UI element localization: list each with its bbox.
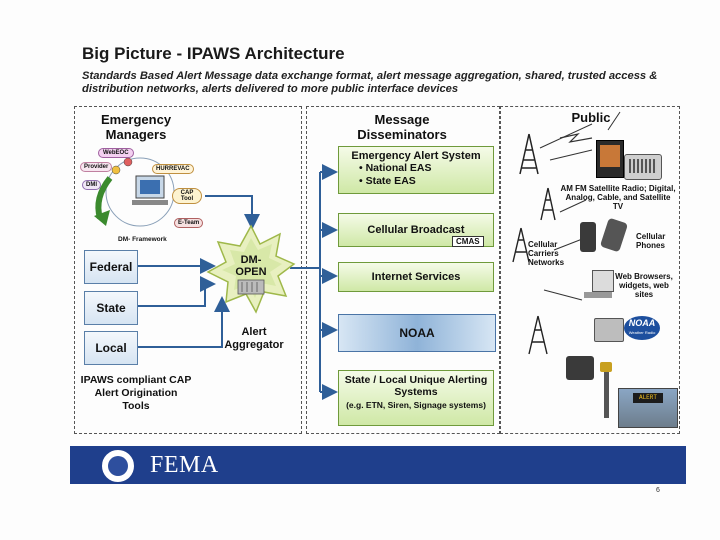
siren-pole-icon (604, 368, 609, 418)
siren-icon (600, 362, 612, 372)
emergency-managers-heading: Emergency Managers (100, 112, 172, 142)
cell-tower-icon (512, 227, 530, 263)
public-heading: Public (571, 110, 611, 125)
dm-open-label: DM- OPEN (235, 254, 267, 278)
emergency-managers-frame (74, 106, 302, 434)
dm-framework-label: DM- Framework (118, 236, 167, 243)
federal-box: Federal (84, 250, 138, 284)
web-browsers-caption: Web Browsers, widgets, web sites (615, 272, 673, 299)
eas-item-state: • State EAS (359, 175, 416, 187)
cmas-badge: CMAS (452, 236, 484, 247)
phone-icon (580, 222, 596, 252)
tool-eteam: E-Team (174, 218, 204, 228)
framework-graphic (94, 157, 175, 227)
radio-tv-caption: AM FM Satellite Radio; Digital, Analog, … (560, 184, 676, 211)
cellular-carriers-caption: Cellular Carriers Networks (528, 240, 565, 267)
highway-sign-photo: ALERT (618, 388, 678, 428)
unique-alerting-box: State / Local Unique Alerting Systems (e… (338, 370, 494, 426)
highway-sign-text: ALERT (633, 393, 663, 403)
page-title: Big Picture - IPAWS Architecture (82, 44, 345, 63)
tool-dmi: DMI (82, 180, 101, 190)
tool-cluster: WebEOC Provider DMI HURREVAC CAP Tool E-… (80, 148, 206, 244)
keyboard-icon (584, 292, 612, 298)
public-frame (500, 106, 680, 434)
unique-alerting-title: State / Local Unique Alerting Systems (344, 374, 488, 398)
noaa-box: NOAA (338, 314, 496, 352)
dm-open-star-graphic (206, 224, 296, 314)
tool-hurrevac: HURREVAC (152, 164, 194, 174)
internet-services-box: Internet Services (338, 262, 494, 292)
fema-wordmark: FEMA (150, 452, 219, 478)
tool-webeoc: WebEOC (98, 148, 134, 158)
alert-aggregator-caption: Alert Aggregator (224, 326, 284, 351)
tool-provider: Provider (80, 162, 113, 172)
fema-footer-bar (70, 446, 686, 484)
dhs-seal-icon (100, 448, 136, 484)
weather-radio-icon (594, 318, 624, 342)
tv-icon (596, 140, 624, 178)
eas-box: Emergency Alert System • National EAS • … (338, 146, 494, 194)
eas-title: Emergency Alert System (351, 150, 481, 162)
state-box: State (84, 291, 138, 325)
noaa-tower-icon (528, 315, 548, 355)
origination-tools-caption: IPAWS compliant CAP Alert Origination To… (80, 374, 192, 412)
eas-item-national: • National EAS (359, 162, 432, 174)
local-box: Local (84, 331, 138, 365)
tool-cap: CAP Tool (172, 188, 202, 204)
landline-phone-icon (566, 356, 594, 380)
message-disseminators-heading: Message Disseminators (357, 112, 447, 142)
dm-open-node: DM- OPEN (206, 224, 296, 314)
noaa-logo: NOAA Weather Radio (624, 316, 660, 340)
radio-tower-icon (540, 187, 556, 221)
radio-icon (624, 154, 662, 180)
unique-alerting-note: (e.g. ETN, Siren, Signage systems) (346, 400, 486, 410)
monitor-icon (592, 270, 614, 292)
page-subtitle: Standards Based Alert Message data excha… (82, 70, 658, 95)
broadcast-tower-icon (519, 133, 539, 175)
page-number: 6 (656, 487, 660, 494)
cellular-phones-caption: Cellular Phones (636, 232, 666, 250)
message-disseminators-frame (306, 106, 500, 434)
